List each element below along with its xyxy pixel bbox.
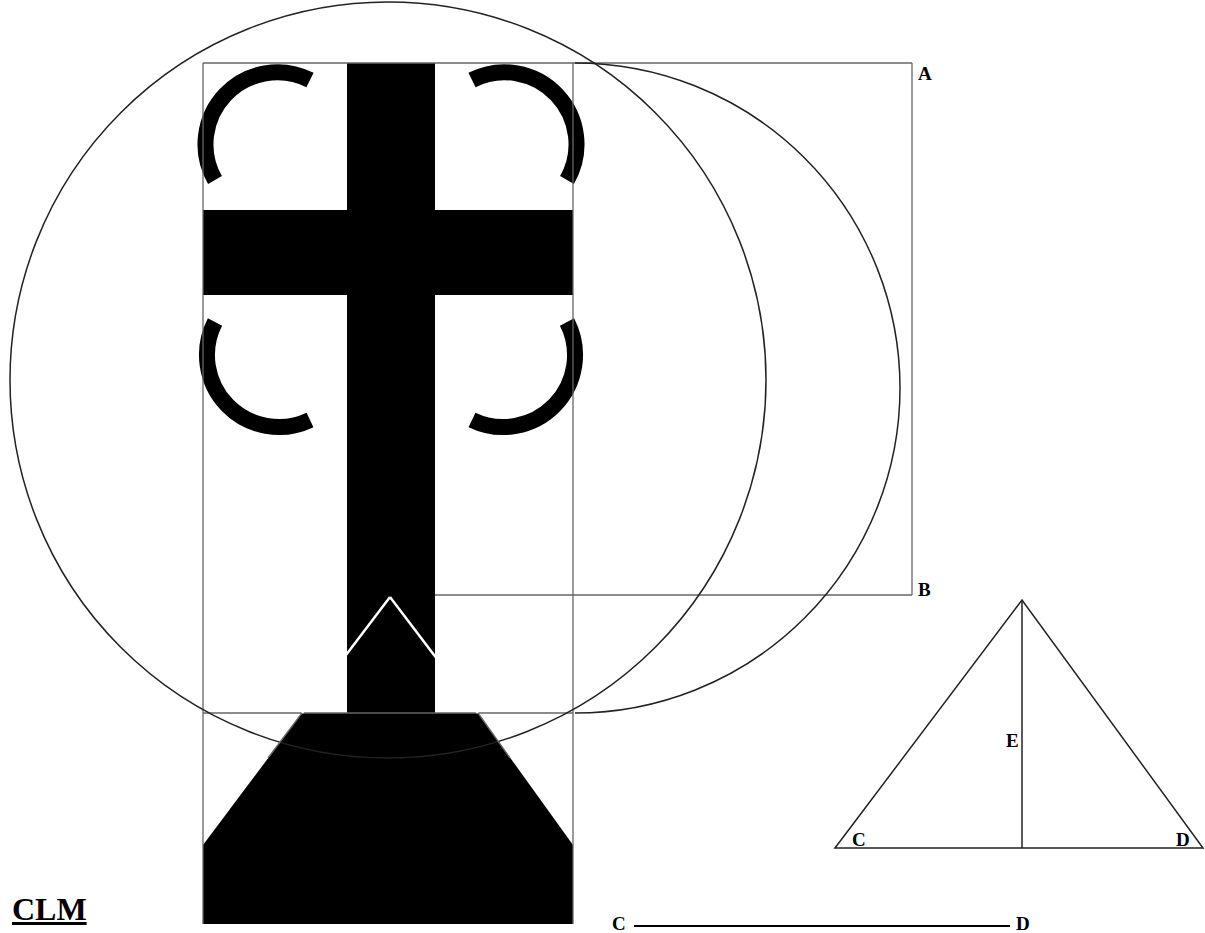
monogram: CLM — [12, 893, 87, 925]
apex-lines-outer — [268, 713, 510, 758]
point-label: C — [612, 914, 626, 933]
apex-lines — [302, 597, 478, 713]
cross-arm — [203, 210, 573, 295]
point-label: D — [1176, 830, 1190, 849]
triangle — [835, 600, 1203, 848]
point-label: B — [918, 580, 931, 599]
cross-shaft — [347, 63, 435, 713]
point-label: E — [1006, 731, 1019, 750]
cross-base — [203, 713, 573, 924]
point-label: A — [918, 64, 932, 83]
cross-ring-arcs — [205, 72, 576, 427]
point-label: C — [852, 830, 866, 849]
construction-circles — [10, 2, 900, 758]
segment-cd — [634, 925, 1010, 927]
point-label: D — [1016, 914, 1030, 933]
construction-lines — [203, 63, 912, 924]
